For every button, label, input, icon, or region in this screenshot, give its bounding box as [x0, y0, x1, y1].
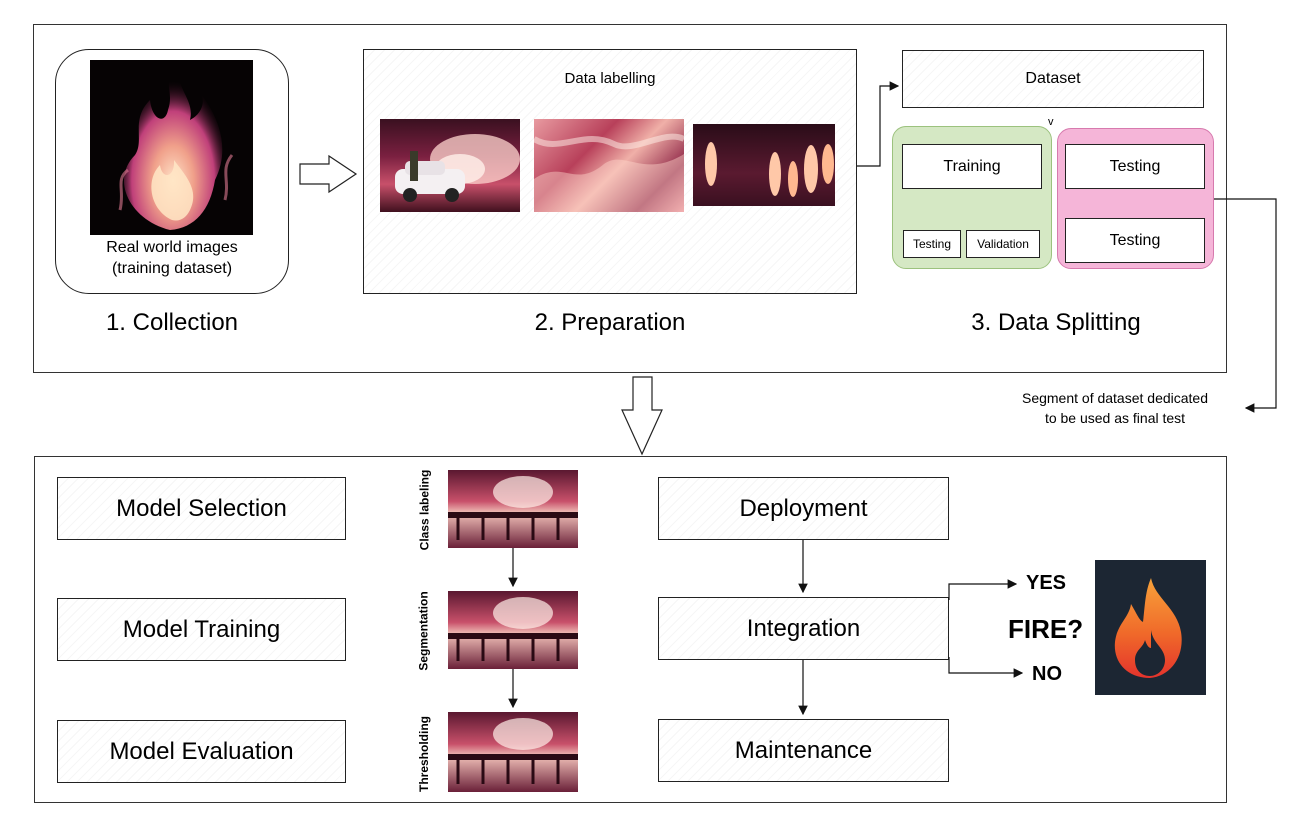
- stage-label-preparation: 2. Preparation: [534, 309, 686, 336]
- testing-small-box: Testing: [903, 230, 961, 258]
- model-evaluation-box: Model Evaluation: [57, 720, 346, 783]
- fire-flames-image: [534, 119, 684, 212]
- deployment-box: Deployment: [658, 477, 949, 540]
- thresholding-image: [448, 712, 578, 792]
- final-test-note-line1: Segment of dataset dedicated: [1021, 390, 1209, 406]
- model-selection-box: Model Selection: [57, 477, 346, 540]
- testing-box-b: Testing: [1065, 218, 1205, 263]
- stage-label-collection: 1. Collection: [105, 309, 239, 336]
- integration-box: Integration: [658, 597, 949, 660]
- thresholding-label-wrap: Thresholding: [374, 712, 474, 796]
- fire-burners-image: [693, 124, 835, 206]
- fire-question: FIRE?: [1008, 614, 1084, 644]
- maintenance-box: Maintenance: [658, 719, 949, 782]
- yes-label: YES: [1026, 572, 1067, 594]
- preparation-title: Data labelling: [564, 70, 656, 87]
- flame-icon: [1095, 560, 1206, 695]
- v-marker: v: [1048, 116, 1054, 128]
- fire-collection-image: [90, 60, 253, 235]
- training-box: Training: [902, 144, 1042, 189]
- validation-box: Validation: [966, 230, 1040, 258]
- thresholding-label: Thresholding: [417, 716, 431, 792]
- class-labeling-label-wrap: Class labeling: [374, 469, 474, 551]
- testing-box-a: Testing: [1065, 144, 1205, 189]
- final-test-note-line2: to be used as final test: [1044, 410, 1186, 426]
- collection-caption-line1: Real world images: [106, 239, 238, 256]
- no-label: NO: [1032, 663, 1062, 685]
- class-labeling-image: [448, 470, 578, 548]
- hollow-arrow-down: [621, 376, 663, 456]
- segmentation-image: [448, 591, 578, 669]
- model-training-box: Model Training: [57, 598, 346, 661]
- segmentation-label-wrap: Segmentation: [374, 591, 474, 671]
- dataset-box: Dataset: [902, 50, 1204, 108]
- fire-car-image: [380, 119, 520, 212]
- collection-caption-line2: (training dataset): [111, 260, 233, 277]
- segmentation-label: Segmentation: [417, 591, 431, 671]
- class-labeling-label: Class labeling: [416, 469, 431, 551]
- stage-label-splitting: 3. Data Splitting: [971, 309, 1141, 336]
